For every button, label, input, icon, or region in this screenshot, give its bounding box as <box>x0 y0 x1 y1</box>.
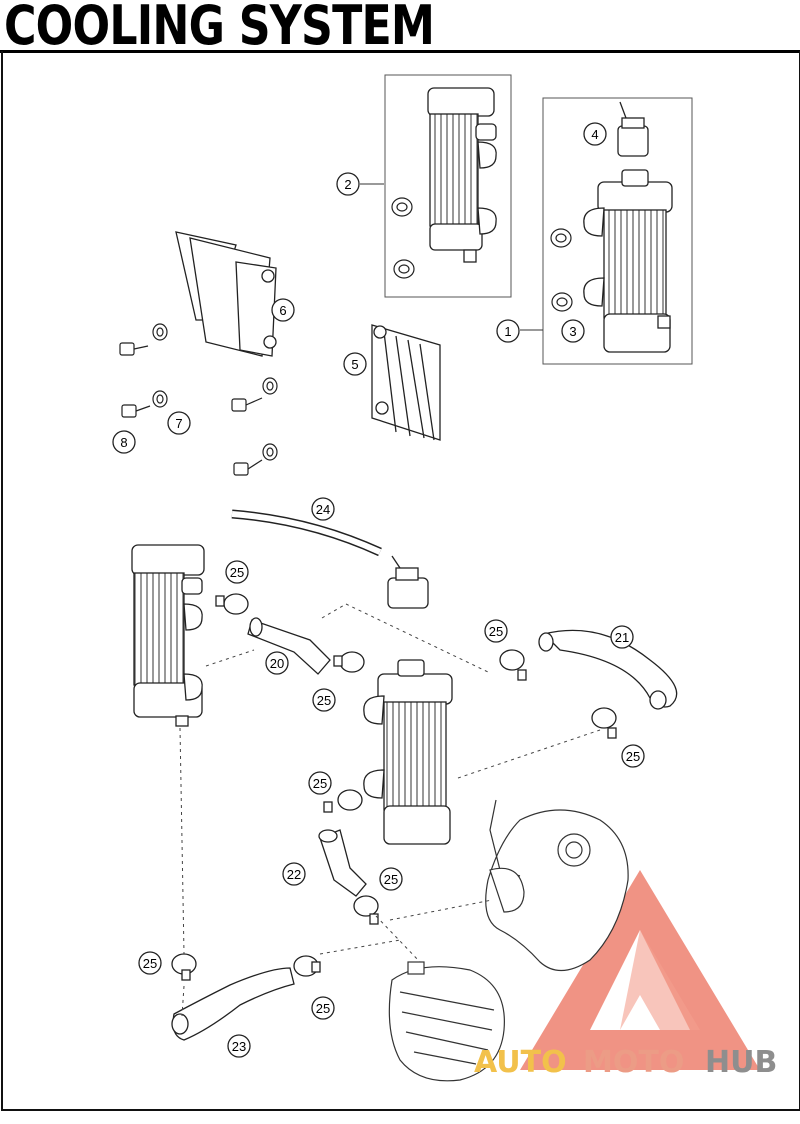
callout-25f-marker <box>379 867 403 891</box>
callout-25e: 25 <box>313 776 327 791</box>
callout-7-marker <box>167 411 191 435</box>
callout-25f: 25 <box>384 872 398 887</box>
callout-7: 7 <box>175 416 182 431</box>
grommet-icon <box>550 228 573 312</box>
radiator-left-assembly-icon <box>131 544 205 727</box>
callout-25d-marker <box>621 744 645 768</box>
callout-25a: 25 <box>230 565 244 580</box>
callout-2-marker <box>336 172 360 196</box>
callout-23-marker <box>227 1034 251 1058</box>
callout-25c-marker <box>312 688 336 712</box>
callout-1: 1 <box>504 324 511 339</box>
callout-22: 22 <box>287 867 301 882</box>
callout-8-marker <box>112 430 136 454</box>
hose-22-icon <box>318 829 367 897</box>
washer-icon <box>152 323 278 461</box>
radiator-cap-icon <box>617 101 649 157</box>
water-pump-icon <box>485 799 629 972</box>
overflow-hose-icon <box>231 509 382 557</box>
hose-20-icon <box>247 617 331 675</box>
callout-2: 2 <box>344 177 351 192</box>
callout-25g: 25 <box>143 956 157 971</box>
watermark-logo-icon <box>520 870 760 1070</box>
radiator-bracket-icon <box>175 231 277 357</box>
callout-1-marker <box>496 319 520 343</box>
callout-20: 20 <box>270 656 284 671</box>
callout-5-marker <box>343 352 367 376</box>
callout-24-marker <box>311 497 335 521</box>
hose-23-icon <box>171 967 295 1041</box>
callout-3: 3 <box>569 324 576 339</box>
watermark-moto: MOTO <box>583 1045 684 1080</box>
callout-25h-marker <box>311 996 335 1020</box>
callout-22-marker <box>282 862 306 886</box>
callout-25h: 25 <box>316 1001 330 1016</box>
watermark-hub: HUB <box>705 1045 777 1080</box>
watermark-text: AUTO MOTO HUB <box>474 1045 777 1080</box>
callout-20-marker <box>265 651 289 675</box>
grommet-icon <box>391 197 415 279</box>
callout-8: 8 <box>120 435 127 450</box>
radiator-right-assembly-icon <box>363 659 453 845</box>
callout-25a-marker <box>225 560 249 584</box>
callout-21: 21 <box>615 630 629 645</box>
callout-25g-marker <box>138 951 162 975</box>
leader-lines <box>179 603 601 1017</box>
bolt-icon <box>119 342 263 476</box>
radiator-right-icon <box>583 169 673 353</box>
radiator-left-icon <box>427 87 497 263</box>
callout-4-marker <box>583 122 607 146</box>
callout-3-marker <box>561 319 585 343</box>
callout-25d: 25 <box>626 749 640 764</box>
callout-6: 6 <box>279 303 286 318</box>
callout-24: 24 <box>316 502 330 517</box>
callout-21-marker <box>610 625 634 649</box>
callout-5: 5 <box>351 357 358 372</box>
left-radiator-box <box>384 74 512 298</box>
callout-6-marker <box>271 298 295 322</box>
watermark-auto: AUTO <box>474 1045 567 1080</box>
hose-clamp-icon <box>171 593 617 981</box>
callout-25c: 25 <box>317 693 331 708</box>
callout-4: 4 <box>591 127 598 142</box>
cylinder-head-icon <box>388 961 505 1082</box>
callout-25e-marker <box>308 771 332 795</box>
callout-25b-marker <box>484 619 508 643</box>
leader-lines-solid <box>360 183 543 331</box>
filler-cap-icon <box>387 555 429 609</box>
callout-25b: 25 <box>489 624 503 639</box>
page-title: COOLING SYSTEM <box>4 0 435 57</box>
radiator-guard-icon <box>371 324 441 441</box>
callout-markers <box>112 122 645 1058</box>
callout-23: 23 <box>232 1039 246 1054</box>
title-rule <box>0 50 800 53</box>
hose-21-icon <box>538 629 678 710</box>
right-radiator-box <box>542 97 693 365</box>
